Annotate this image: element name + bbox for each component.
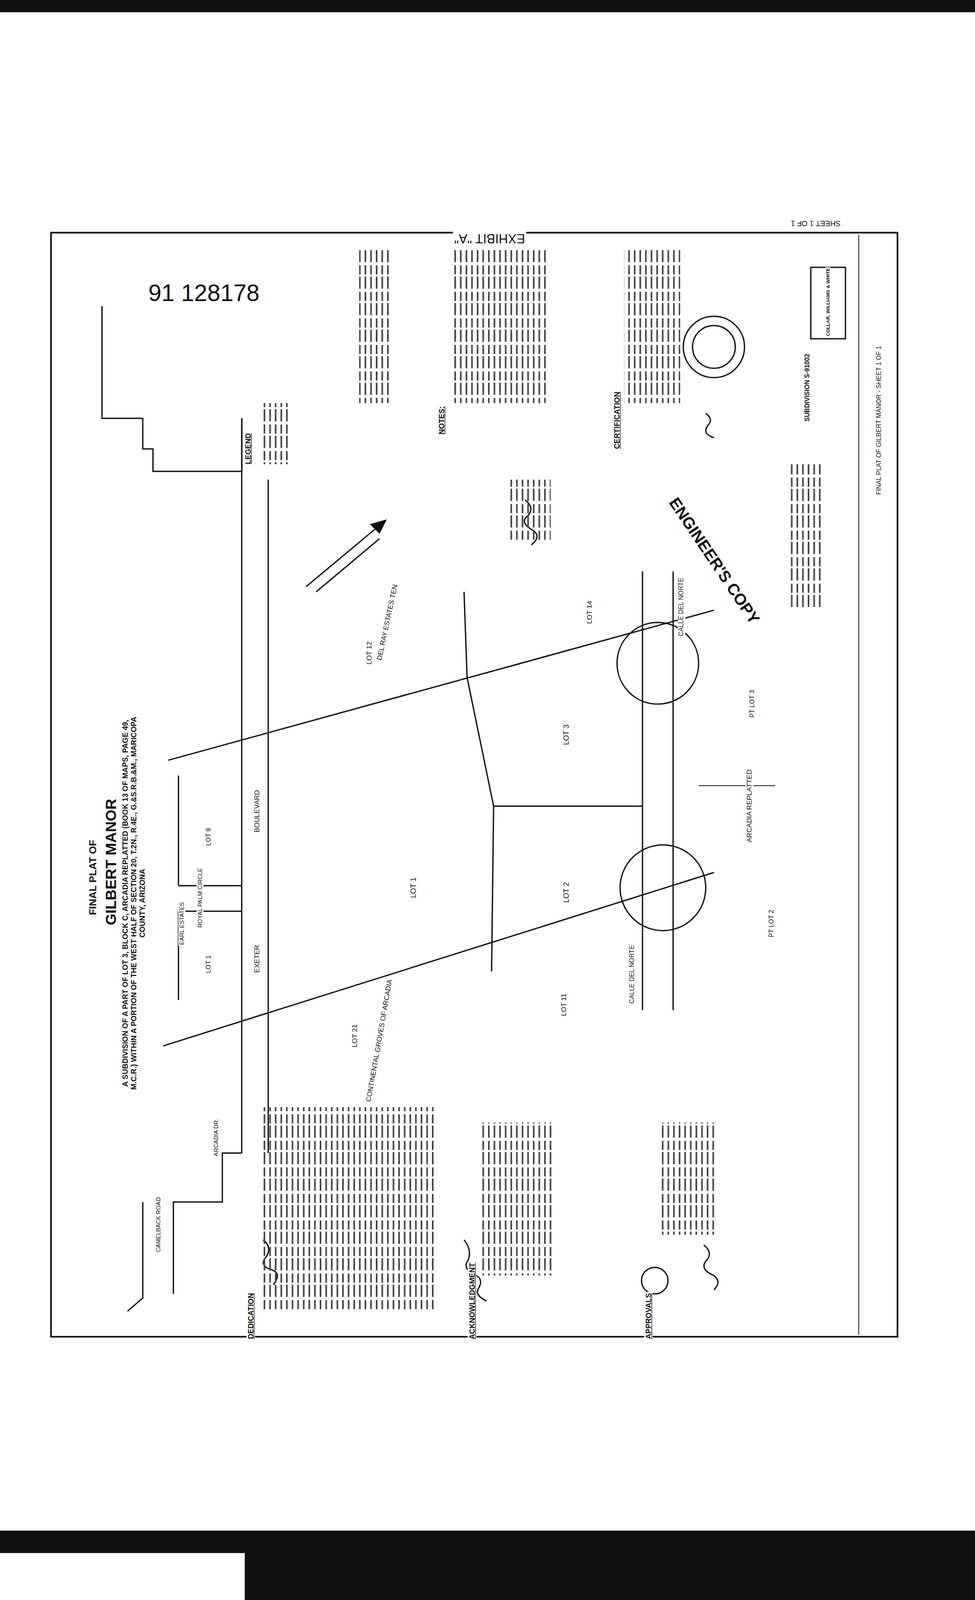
scan-band — [0, 1529, 975, 1600]
street-line — [178, 884, 242, 886]
plat-label: LOT 12 — [365, 640, 374, 666]
plat-label: CONTINENTAL GROVES OF ARCADIA — [364, 977, 395, 1104]
plat-label: ARCADIA DR. — [212, 1117, 220, 1157]
plat-label: LOT 11 — [560, 992, 569, 1017]
plat-label: LOT 21 — [350, 1022, 359, 1048]
lot-line — [178, 775, 180, 886]
plat-label: BOULEVARD — [252, 788, 261, 833]
text-block — [660, 1121, 717, 1235]
plat-label: LOT 1 — [205, 953, 213, 974]
lot-line — [698, 785, 776, 787]
plat-label: ACKNOWLEDGMENT — [467, 1260, 477, 1340]
plat-label: PT LOT 3 — [748, 689, 757, 719]
text-block — [451, 250, 549, 404]
seal — [641, 1266, 669, 1294]
plat-label: FINAL PLAT OF GILBERT MANOR - SHEET 1 OF… — [875, 344, 884, 497]
vicinity-line — [173, 1152, 242, 1294]
plat-label: COLLAR, WILLIAMS & WHITE — [825, 266, 831, 337]
sheet-border — [50, 232, 898, 1337]
plat-label: LOT 14 — [585, 599, 594, 625]
boundary-line — [163, 871, 714, 1046]
street-line — [672, 571, 674, 1011]
north-arrow — [305, 520, 386, 587]
plat-label: CAMELBACK ROAD — [154, 1195, 162, 1253]
plat-label: NOTES: — [437, 405, 446, 436]
plat-label: DEDICATION — [246, 1291, 255, 1340]
street-line — [267, 479, 269, 1153]
boundary-line — [168, 609, 715, 761]
vicinity-line — [127, 1201, 143, 1311]
title-strip-line — [858, 234, 860, 1335]
north-arrow-head — [370, 520, 386, 533]
scan-band — [0, 0, 975, 13]
cul-de-sac — [620, 844, 706, 931]
plat-label: CERTIFICATION — [612, 390, 622, 451]
plat-label: CALLE DEL NORTE — [628, 943, 637, 1004]
seal — [683, 316, 745, 378]
plat-label: ARCADIA REPLATTED — [745, 768, 754, 843]
seal — [692, 325, 735, 369]
plat-label: FINAL PLAT OF — [87, 838, 99, 916]
text-block — [481, 1121, 554, 1275]
plat-label: CALLE DEL NORTE — [677, 576, 686, 638]
plat-label: GILBERT MANOR — [102, 797, 120, 926]
plat-label: DEL RAY ESTATES TEN — [375, 582, 400, 662]
plat-label: ROYAL PALM CIRCLE — [196, 866, 204, 929]
signature — [705, 413, 714, 438]
text-block — [624, 250, 681, 404]
plat-label: LOT 2 — [561, 880, 571, 904]
plat-label: SHEET 1 OF 1 — [790, 219, 842, 228]
plat-label: LOT 3 — [561, 722, 571, 746]
text-block — [509, 479, 551, 541]
lot-line — [463, 591, 494, 807]
text-block — [262, 1106, 435, 1311]
plat-label: LOT 8 — [205, 826, 213, 847]
logo-box — [810, 267, 846, 339]
street-line — [241, 418, 243, 1153]
plat-label: EXETER — [252, 943, 261, 974]
plat-label: EARL ESTATES — [178, 900, 185, 946]
plat-label: 91 128178 — [147, 279, 261, 307]
plat-label: EXHIBIT "A" — [452, 231, 526, 247]
plat-label: APPROVALS — [644, 1291, 653, 1340]
north-arrow — [315, 538, 379, 592]
text-block — [260, 403, 291, 464]
street-line — [178, 910, 242, 912]
cul-de-sac — [616, 622, 699, 704]
vicinity-line — [102, 305, 242, 471]
text-block — [790, 463, 822, 607]
street-line — [641, 571, 644, 1011]
plat-label: LOT 1 — [408, 876, 418, 900]
scan-gap — [0, 1552, 245, 1600]
plat-label: PT LOT 2 — [768, 908, 776, 939]
signature — [703, 1244, 718, 1290]
plat-label: A SUBDIVISION OF A PART OF LOT 3, BLOCK … — [120, 714, 147, 1091]
text-block — [359, 250, 390, 404]
plat-label: LEGEND — [243, 431, 253, 466]
plat-label: SUBDIVISION S-91002 — [803, 352, 812, 423]
